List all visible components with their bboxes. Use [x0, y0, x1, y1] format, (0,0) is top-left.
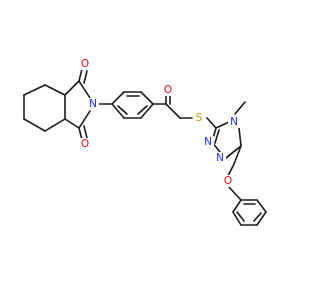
cyclohexane-ring — [23, 84, 66, 132]
ketone-ch2-bond — [165, 103, 181, 119]
n-methyl-bond — [234, 101, 246, 115]
structure-drawing: O O N O S N N N O — [23, 58, 267, 226]
molecule-structure: O O N O S N N N O — [23, 58, 267, 226]
sulfur-label: S — [196, 112, 203, 124]
oxygen-label: O — [224, 175, 232, 187]
atom-label-n-triazole-4: N — [228, 116, 240, 128]
nitrogen-label: N — [204, 136, 212, 148]
oxygen-label: O — [81, 58, 89, 70]
phenylene-ring — [111, 91, 154, 119]
o-phenyl-bond — [227, 185, 242, 201]
triazole-ch2-bond — [233, 145, 242, 165]
atom-label-o-imide-top: O — [79, 58, 91, 70]
imide-ring — [64, 68, 91, 141]
oxygen-label: O — [164, 84, 172, 96]
ch2-o-bond — [227, 163, 235, 177]
atom-label-n-triazole-2: N — [214, 152, 226, 164]
nitrogen-label: N — [230, 116, 238, 128]
nitrogen-label: N — [89, 98, 97, 110]
atom-label-n-triazole-1: N — [202, 136, 214, 148]
nitrogen-label: N — [216, 152, 224, 164]
atom-label-o-imide-bottom: O — [79, 138, 91, 150]
atom-label-o-ether: O — [222, 175, 234, 187]
s-triazole-bond — [206, 117, 217, 129]
atom-label-n-imide: N — [87, 98, 99, 110]
oxygen-label: O — [81, 138, 89, 150]
atom-label-s: S — [193, 112, 206, 124]
phenyl-ring — [232, 199, 267, 226]
atom-label-o-ketone: O — [162, 84, 174, 96]
